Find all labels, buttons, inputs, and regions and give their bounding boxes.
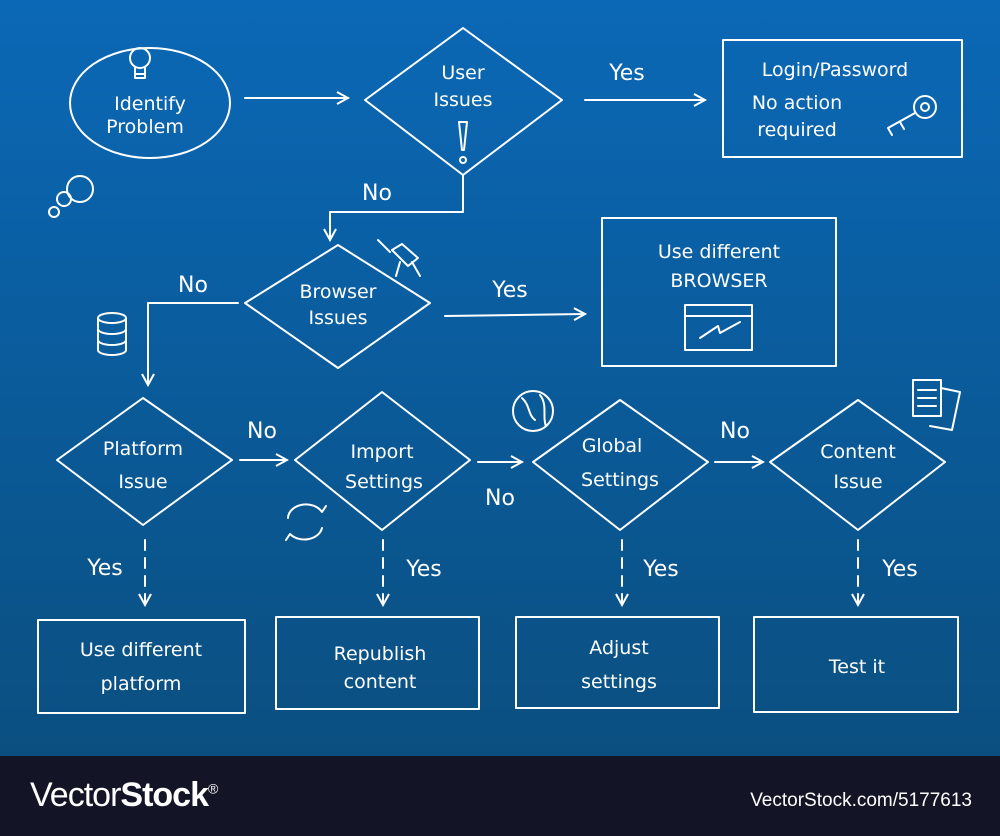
result-use-different-platform: Use different platform: [37, 619, 246, 714]
node-label: User: [441, 62, 484, 84]
result-republish-content: Republish content: [275, 616, 480, 710]
node-label: BROWSER: [670, 270, 767, 292]
edge-label-no: No: [178, 273, 208, 298]
node-label: Republish: [334, 643, 427, 665]
start-node-identify-problem: Identify Problem: [48, 47, 231, 218]
node-label: Import: [350, 441, 413, 463]
node-label: Identify: [114, 93, 186, 115]
globe-icon: [512, 390, 554, 432]
node-label: content: [344, 671, 417, 693]
result-adjust-settings: Adjust settings: [515, 616, 720, 709]
exclamation-icon: [458, 121, 468, 164]
node-label: Issue: [833, 471, 882, 493]
decision-user-issues: User Issues: [364, 27, 563, 176]
node-label: Platform: [103, 438, 183, 460]
decision-global-settings: Global Settings: [532, 399, 709, 531]
yes-edges: [145, 539, 858, 605]
key-icon: [887, 95, 937, 136]
node-label: Login/Password: [762, 59, 908, 81]
node-label: Use different: [80, 639, 202, 661]
registered-mark: ®: [207, 780, 218, 797]
result-login-password: Login/Password No action required: [722, 39, 963, 158]
edge-label-yes: Yes: [405, 557, 442, 582]
browser-window-icon: [684, 304, 753, 351]
edge-label-yes: Yes: [642, 557, 679, 582]
node-label: No action: [752, 92, 842, 114]
arrow: [148, 302, 239, 385]
logo-text: Vector: [30, 776, 121, 814]
edge-label-yes: Yes: [491, 278, 528, 303]
edge-label-no: No: [720, 419, 750, 444]
database-icon: [97, 312, 127, 356]
decision-platform-issue: Platform Issue: [56, 397, 233, 526]
arrow: [444, 314, 585, 316]
node-label: Global: [582, 435, 643, 457]
node-label: Settings: [581, 469, 659, 491]
edge-label-yes: Yes: [881, 557, 918, 582]
edge-label-yes: Yes: [86, 556, 123, 581]
decision-import-settings: Import Settings: [294, 391, 471, 531]
lightbulb-icon: [129, 47, 151, 79]
flowchart-canvas: Identify Problem User Issues Yes Login/P…: [0, 0, 1000, 756]
node-label: required: [757, 119, 837, 141]
image-id: VectorStock.com/5177613: [750, 790, 972, 811]
node-label: Issues: [308, 307, 367, 329]
plug-icon: [377, 239, 421, 277]
refresh-icon: [285, 503, 327, 541]
vectorstock-logo: VectorStock®: [30, 776, 218, 815]
node-label: Settings: [345, 471, 423, 493]
edge-label-no: No: [485, 486, 515, 511]
result-test-it: Test it: [753, 616, 959, 713]
edge-label-no: No: [247, 419, 277, 444]
node-label: Issues: [433, 89, 492, 111]
result-use-different-browser: Use different BROWSER: [601, 217, 837, 367]
decision-content-issue: Content Issue: [769, 399, 946, 531]
node-label: Problem: [106, 116, 184, 138]
node-label: settings: [581, 671, 657, 693]
decision-browser-issues: Browser Issues: [244, 244, 431, 369]
edge-label-yes: Yes: [608, 61, 645, 86]
edge-label-no: No: [362, 181, 392, 206]
node-label: Use different: [658, 241, 780, 263]
documents-icon: [912, 379, 961, 431]
node-label: Adjust: [589, 637, 648, 659]
footer-bar: VectorStock® VectorStock.com/5177613: [0, 756, 1000, 836]
logo-text-bold: Stock: [120, 776, 209, 814]
node-label: platform: [101, 673, 182, 695]
node-label: Browser: [300, 281, 377, 303]
arrow: [330, 174, 464, 240]
node-label: Issue: [118, 471, 167, 493]
node-label: Test it: [828, 656, 885, 678]
node-label: Content: [820, 441, 896, 463]
